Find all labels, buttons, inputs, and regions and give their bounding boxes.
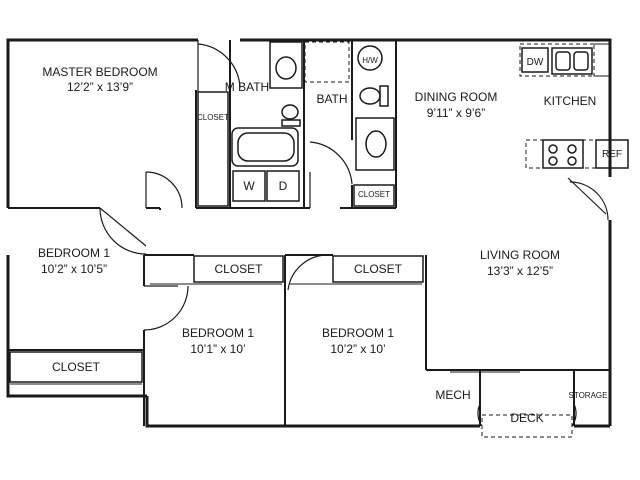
ref-box (595, 139, 629, 169)
bath-label: BATH (316, 92, 348, 106)
bathtub-inner (237, 132, 295, 162)
master-bedroom-size: 12’2” x 13’9” (66, 80, 134, 94)
living-room-name: LIVING ROOM (479, 248, 560, 262)
windows (10, 283, 520, 385)
kitchen-label: KITCHEN (543, 94, 597, 108)
bedroom-mid-size: 10’1” x 10’ (190, 342, 246, 356)
fixtures (9, 41, 629, 383)
bathtub (231, 127, 299, 167)
range-box (542, 139, 584, 169)
m-bath-label: M BATH (224, 80, 270, 94)
bath-sink-icon (365, 130, 387, 158)
closet-right-label: CLOSET (353, 262, 402, 276)
dw-box (521, 47, 549, 73)
interior-walls (8, 40, 610, 426)
dw-label: DW (526, 57, 544, 68)
closet-right-box (332, 255, 424, 283)
hw-circle (357, 45, 383, 71)
bedroom-right-size: 10’2” x 10’ (330, 342, 386, 356)
closet-left-box (9, 351, 143, 383)
washer-box (232, 170, 266, 202)
bedroom-left-name: BEDROOM 1 (37, 246, 110, 260)
m-bath-sink-icon (275, 56, 297, 80)
closet-mid-box (193, 255, 284, 283)
hw-label: H/W (362, 56, 378, 65)
bedroom-mid-name: BEDROOM 1 (181, 326, 254, 340)
m-bath-sink-counter (269, 41, 303, 89)
ref-label: REF (602, 149, 622, 160)
bedroom-left-size: 10’2” x 10’5” (40, 262, 108, 276)
dryer-label: D (278, 179, 288, 193)
deck-label: DECK (510, 411, 544, 425)
closet-master-label: CLOSET (196, 113, 229, 122)
closet-left-label: CLOSET (51, 360, 100, 374)
exterior-walls (6, 38, 612, 428)
bath-sink-counter (355, 117, 395, 171)
washer-label: W (243, 179, 255, 193)
door-swings (99, 40, 609, 427)
closet-bath-box (353, 184, 395, 207)
storage-label: STORAGE (568, 391, 608, 400)
dining-room-size: 9’11” x 9’6” (426, 106, 486, 120)
master-bedroom-name: MASTER BEDROOM (42, 65, 158, 79)
mech-label: MECH (435, 388, 471, 402)
toilets (281, 85, 389, 127)
living-room-size: 13’3” x 12’5” (486, 264, 554, 278)
kitchen-sink-icon (551, 47, 593, 75)
dryer-box (266, 170, 300, 202)
bedroom-right-name: BEDROOM 1 (321, 326, 394, 340)
dining-room-name: DINING ROOM (414, 90, 498, 104)
m-bath-toilet-icon (281, 104, 299, 120)
bath-toilet-icon (359, 87, 381, 105)
closet-master-box (197, 91, 229, 207)
closet-bath-label: CLOSET (357, 190, 390, 199)
closet-mid-label: CLOSET (214, 262, 263, 276)
